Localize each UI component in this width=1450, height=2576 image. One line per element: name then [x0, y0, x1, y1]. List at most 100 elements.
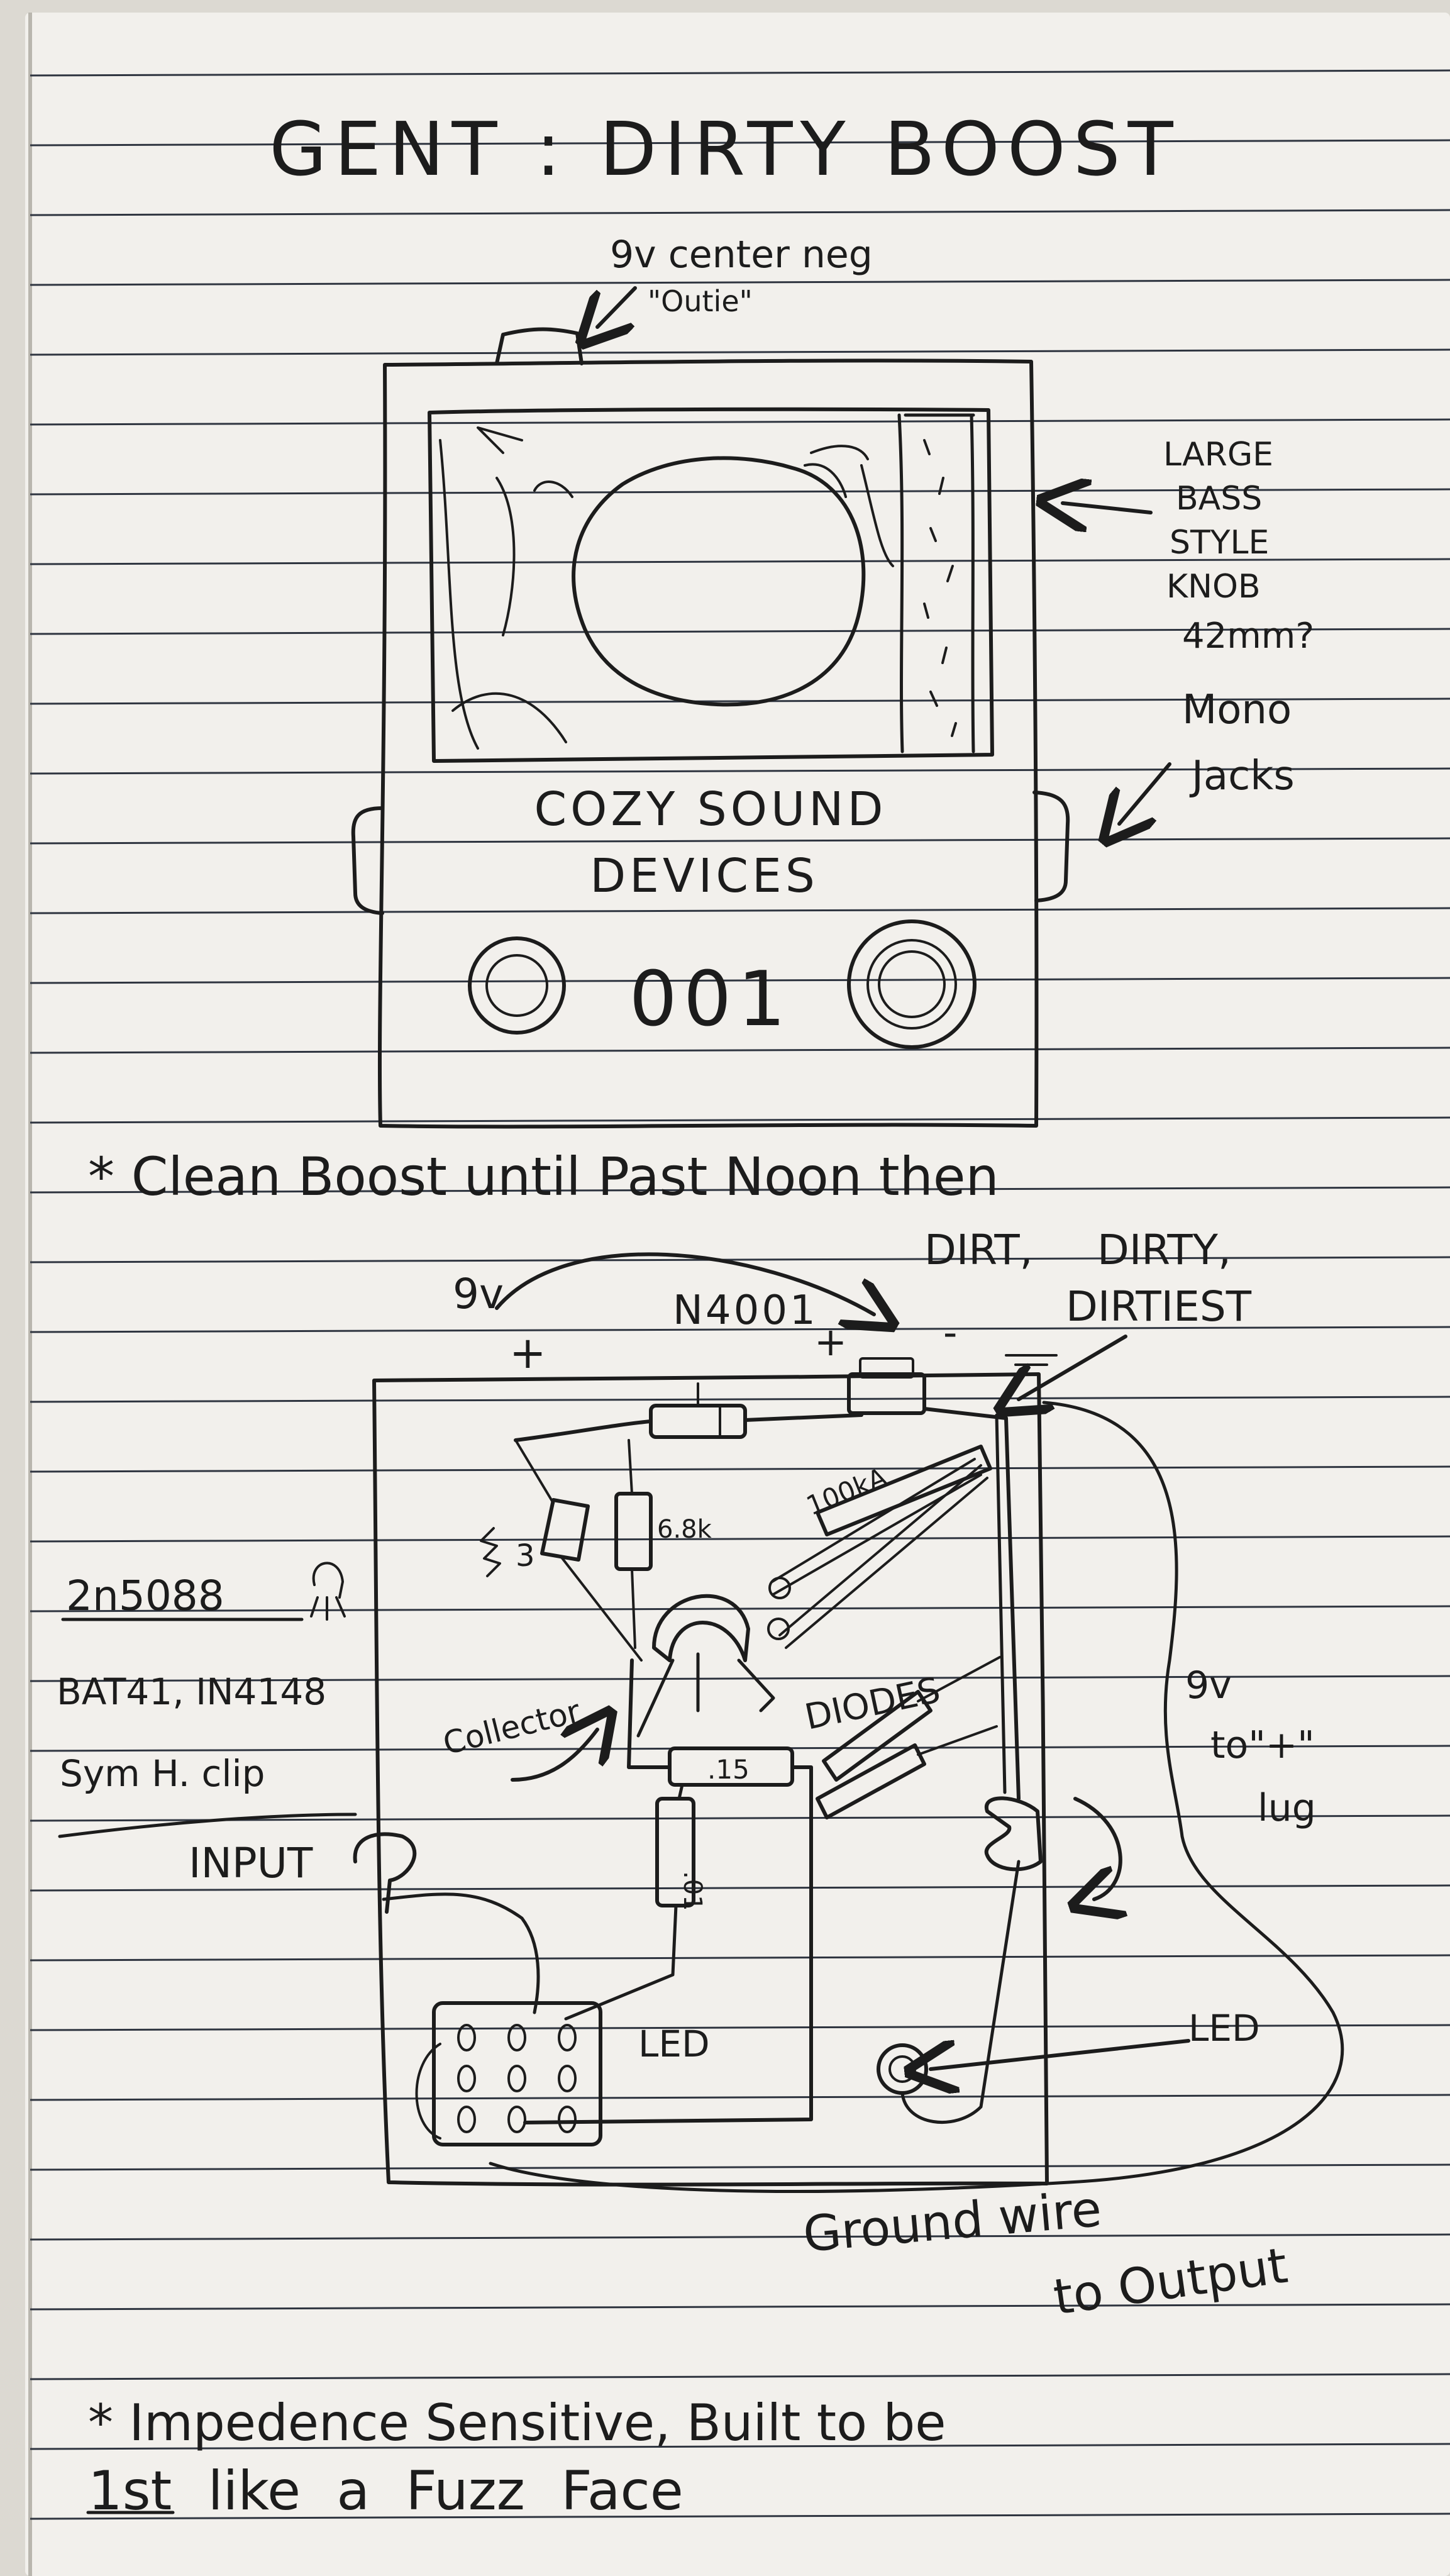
ground-wire-loop — [489, 1401, 1344, 2193]
cap-001-label: .01 — [678, 1871, 707, 1911]
knob-arrow — [1063, 503, 1153, 513]
ruled-line — [30, 697, 1450, 705]
power-arc — [495, 1252, 874, 1314]
lug-note-line-1: 9v — [1185, 1663, 1232, 1707]
knob-note-line-2: BASS — [1176, 480, 1262, 518]
ruled-line — [30, 2303, 1450, 2311]
power-arrow — [597, 286, 637, 327]
artwork-window — [428, 407, 994, 763]
jacks-note-line-2: Jacks — [1189, 753, 1295, 799]
ruled-line — [30, 348, 1450, 356]
ruled-line — [30, 977, 1450, 984]
ruled-line — [30, 1465, 1450, 1473]
dirt-label-3: DIRTIEST — [1066, 1282, 1252, 1331]
ruled-line — [30, 2163, 1450, 2171]
power-label: 9v center neg — [610, 233, 873, 277]
resistor-squiggle — [480, 1527, 501, 1577]
power-rail — [514, 1407, 1021, 1801]
pedal-drawing — [351, 286, 1171, 1129]
ruled-line — [30, 2443, 1450, 2450]
pillar-texture — [923, 439, 957, 737]
jacks-note-line-1: Mono — [1182, 687, 1292, 733]
clip-diodes-label: BAT41, IN4148 — [57, 1670, 326, 1713]
ruled-line — [30, 1326, 1450, 1333]
resistor-6k8-label: 6.8k — [657, 1515, 712, 1544]
input-label: INPUT — [189, 1839, 313, 1887]
power-outie-label: "Outie" — [648, 284, 753, 318]
ruled-line — [30, 2024, 1450, 2031]
left-footswitch — [468, 936, 566, 1035]
ground-arrow — [1019, 1335, 1127, 1399]
3pdt-footswitch — [432, 2001, 602, 2146]
jacks-arrow — [1119, 762, 1171, 824]
serial-number: 001 — [629, 956, 792, 1043]
knob-note-line-5: 42mm? — [1182, 616, 1314, 657]
ruled-line — [30, 209, 1450, 216]
ruled-line — [30, 488, 1450, 496]
input-jack — [353, 1832, 417, 1914]
jack-minus-label: - — [943, 1309, 957, 1355]
knob-note-line-4: KNOB — [1166, 568, 1261, 606]
resistor-3-label: 3 — [516, 1538, 535, 1574]
ruled-line — [30, 1675, 1450, 1682]
ruled-line — [30, 279, 1450, 286]
ruled-line — [30, 1186, 1450, 1194]
ruled-line — [30, 628, 1450, 635]
led-arrow — [931, 2039, 1190, 2069]
page-title: GENT : DIRTY BOOST — [269, 106, 1180, 192]
ruled-line — [30, 2094, 1450, 2101]
ruled-line — [30, 1535, 1450, 1543]
knob-note-line-3: STYLE — [1170, 524, 1269, 562]
artwork-left — [439, 426, 567, 750]
jack-plus-label: + — [814, 1319, 847, 1365]
knob-note-line-1: LARGE — [1163, 436, 1273, 474]
ruled-line — [30, 837, 1450, 845]
resistor-3 — [540, 1498, 590, 1562]
transistor — [652, 1594, 750, 1662]
brand-line-1: COZY SOUND — [534, 782, 887, 836]
ruled-line — [30, 2373, 1450, 2380]
power-plus-label: + — [509, 1327, 546, 1379]
wiring-diagram — [58, 1252, 1344, 2514]
ruled-line — [30, 1116, 1450, 1124]
led-label-1: LED — [638, 2023, 710, 2065]
pot-100k — [816, 1445, 992, 1536]
dirt-label-1: DIRT, — [924, 1226, 1033, 1274]
cap-015-label: .15 — [707, 1754, 750, 1785]
clip-diode-1 — [822, 1690, 933, 1782]
right-jack — [1032, 791, 1070, 902]
knob-note: LARGE BASS STYLE KNOB 42mm? — [1163, 436, 1314, 657]
lug-note-line-2: to"+" — [1210, 1723, 1315, 1767]
ruled-line — [30, 69, 1450, 77]
power-9v-label: 9v — [453, 1270, 504, 1318]
knob-scribble — [533, 463, 847, 498]
lug-arrow — [1075, 1797, 1121, 1899]
clip-diode-2 — [816, 1743, 926, 1819]
transistor-symbol — [312, 1562, 344, 1599]
ruled-line — [30, 2233, 1450, 2241]
ruled-line — [30, 139, 1450, 147]
brand-line-2: DEVICES — [590, 849, 819, 903]
pedal-enclosure — [377, 358, 1039, 1129]
ruled-line — [30, 1046, 1450, 1054]
ruled-line — [30, 1396, 1450, 1403]
collector-arrow — [511, 1729, 597, 1782]
left-jack — [351, 806, 384, 915]
ruled-line — [30, 418, 1450, 426]
ruled-line — [30, 907, 1450, 914]
impedance-note: * Impedence Sensitive, Built to be — [88, 2394, 946, 2452]
clean-boost-note: * Clean Boost until Past Noon then — [88, 1146, 999, 1208]
artwork-right-pillar — [897, 413, 975, 753]
large-knob — [572, 456, 866, 707]
ruled-lines — [30, 69, 1450, 2520]
ruled-line — [30, 2512, 1450, 2520]
resistor-6k8 — [614, 1492, 653, 1571]
ruled-line — [30, 1954, 1450, 1962]
ruled-line — [30, 767, 1450, 775]
ruled-line — [30, 1884, 1450, 1892]
artwork-right-branch — [810, 445, 894, 567]
ruled-line — [30, 558, 1450, 565]
impedance-note-line-2: 1st like a Fuzz Face — [88, 2460, 683, 2523]
